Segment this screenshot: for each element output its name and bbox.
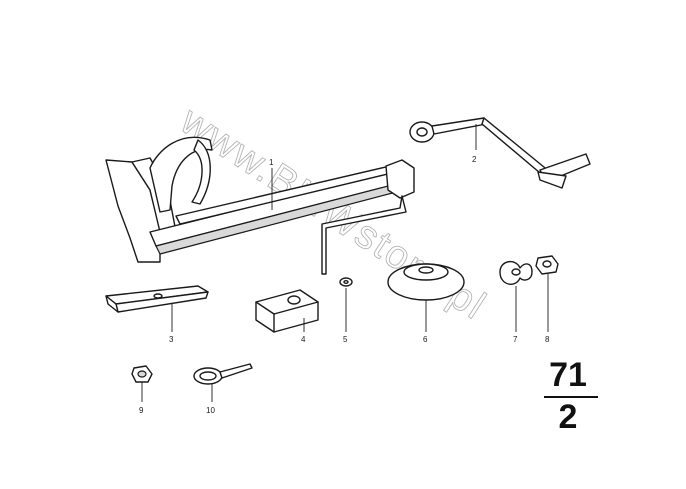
callout-7: 7 <box>513 335 518 344</box>
callout-8: 8 <box>545 335 550 344</box>
callout-3: 3 <box>169 335 174 344</box>
part-2-crank-handle[interactable] <box>409 117 591 189</box>
callout-4: 4 <box>301 335 306 344</box>
part-3-bracket[interactable] <box>105 285 209 313</box>
group-divider <box>544 396 598 398</box>
part-8-nut[interactable] <box>535 255 559 275</box>
part-10-eye-key[interactable] <box>193 363 253 385</box>
part-7-wing-nut[interactable] <box>499 261 533 285</box>
callout-1: 1 <box>269 158 274 167</box>
part-1-jack[interactable] <box>105 136 415 275</box>
group-number-sub: 2 <box>558 398 578 436</box>
part-9-nut[interactable] <box>131 365 153 383</box>
callout-10: 10 <box>206 406 215 415</box>
part-5-washer[interactable] <box>339 277 353 287</box>
group-number-main: 71 <box>549 356 587 394</box>
part-6-cover[interactable] <box>387 263 465 301</box>
callout-5: 5 <box>343 335 348 344</box>
callout-6: 6 <box>423 335 428 344</box>
part-4-clamp[interactable] <box>255 289 319 333</box>
callouts: 1 2 3 4 5 6 7 8 9 10 <box>139 124 550 415</box>
callout-9: 9 <box>139 406 144 415</box>
callout-2: 2 <box>472 155 477 164</box>
